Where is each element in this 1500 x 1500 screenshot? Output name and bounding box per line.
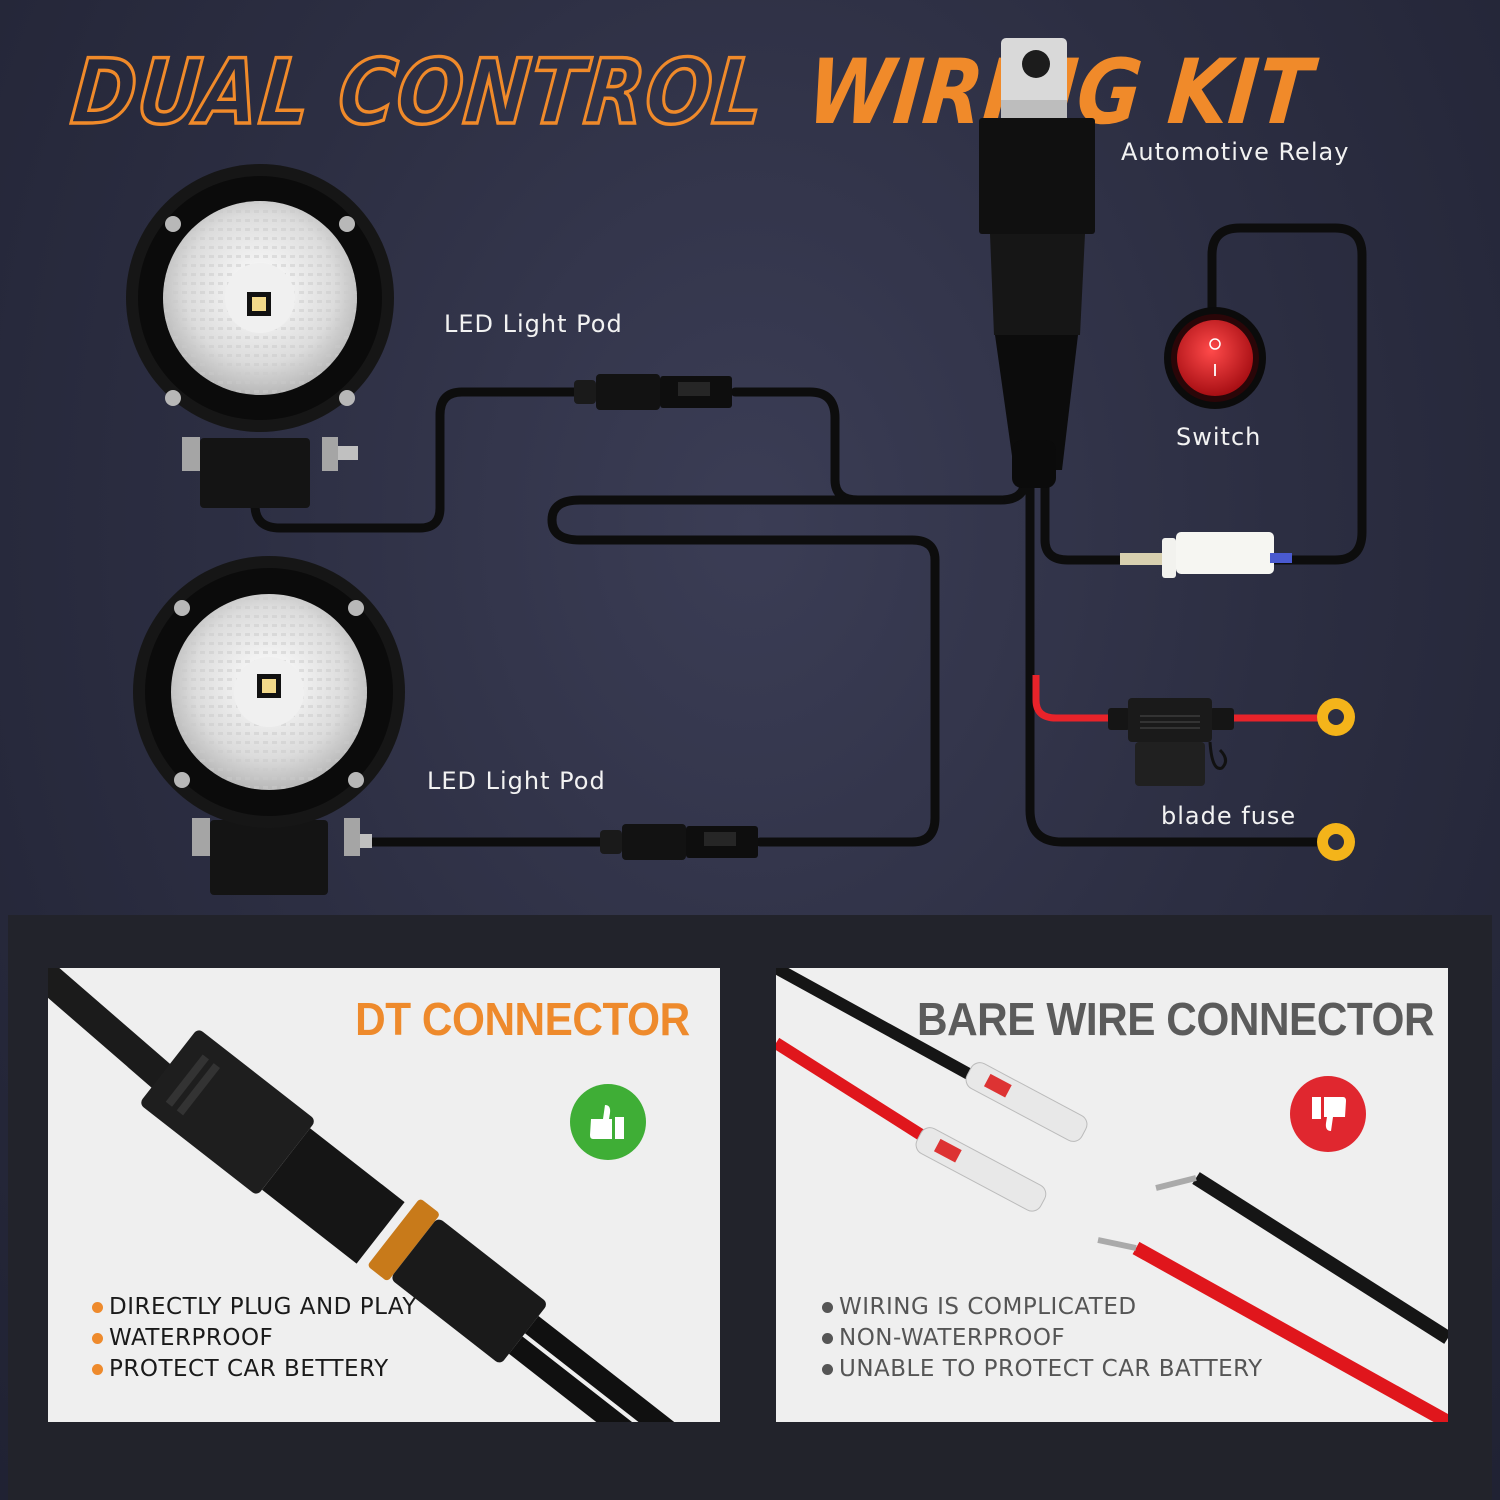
rocker-switch — [1164, 307, 1266, 409]
label-switch: Switch — [1176, 423, 1262, 451]
dt-connector-card: DT CONNECTOR DIRECTLY PLUG AND PLAY WATE… — [48, 968, 720, 1422]
feature-item: DIRECTLY PLUG AND PLAY — [92, 1292, 417, 1323]
bullet-dot — [822, 1333, 833, 1344]
fused-power-wire — [1032, 675, 1318, 786]
dt-connector-features: DIRECTLY PLUG AND PLAY WATERPROOF PROTEC… — [92, 1292, 417, 1385]
label-automotive-relay: Automotive Relay — [1121, 138, 1350, 166]
automotive-relay — [979, 38, 1095, 488]
thumbs-up-icon — [590, 1105, 624, 1139]
dt-connector-top — [574, 374, 732, 410]
wiring-diagram — [126, 38, 1367, 895]
bullet-dot — [92, 1302, 103, 1313]
feature-item: UNABLE TO PROTECT CAR BATTERY — [822, 1354, 1263, 1385]
bare-wire-connector-card: BARE WIRE CONNECTOR WIRING IS COMPLICATE… — [776, 968, 1448, 1422]
feature-item: NON-WATERPROOF — [822, 1323, 1263, 1354]
bullet-dot — [92, 1364, 103, 1375]
feature-item: PROTECT CAR BETTERY — [92, 1354, 417, 1385]
led-light-pod-top — [126, 164, 394, 508]
feature-item: WATERPROOF — [92, 1323, 417, 1354]
label-led-light-pod-bottom: LED Light Pod — [427, 767, 606, 795]
dt-connector-title: DT CONNECTOR — [355, 993, 690, 1045]
blade-fuse-cap — [1135, 742, 1205, 786]
switch-connector — [1120, 532, 1292, 578]
bare-wire-connector-title: BARE WIRE CONNECTOR — [916, 993, 1435, 1045]
wire-harness — [250, 223, 1367, 847]
dt-connector-image — [48, 968, 720, 1422]
thumbs-up-badge — [570, 1084, 646, 1160]
label-blade-fuse: blade fuse — [1161, 802, 1297, 830]
blade-fuse-holder — [1128, 698, 1212, 742]
bullet-dot — [822, 1302, 833, 1313]
label-led-light-pod-top: LED Light Pod — [444, 310, 623, 338]
bullet-dot — [92, 1333, 103, 1344]
thumbs-down-badge — [1290, 1076, 1366, 1152]
thumbs-down-icon — [1312, 1097, 1346, 1131]
dt-connector-bottom — [600, 824, 758, 860]
bare-wire-image — [776, 968, 1448, 1422]
ring-terminals — [1317, 698, 1355, 861]
feature-item: WIRING IS COMPLICATED — [822, 1292, 1263, 1323]
bare-wire-features: WIRING IS COMPLICATED NON-WATERPROOF UNA… — [822, 1292, 1263, 1385]
bullet-dot — [822, 1364, 833, 1375]
led-light-pod-bottom — [133, 556, 405, 895]
